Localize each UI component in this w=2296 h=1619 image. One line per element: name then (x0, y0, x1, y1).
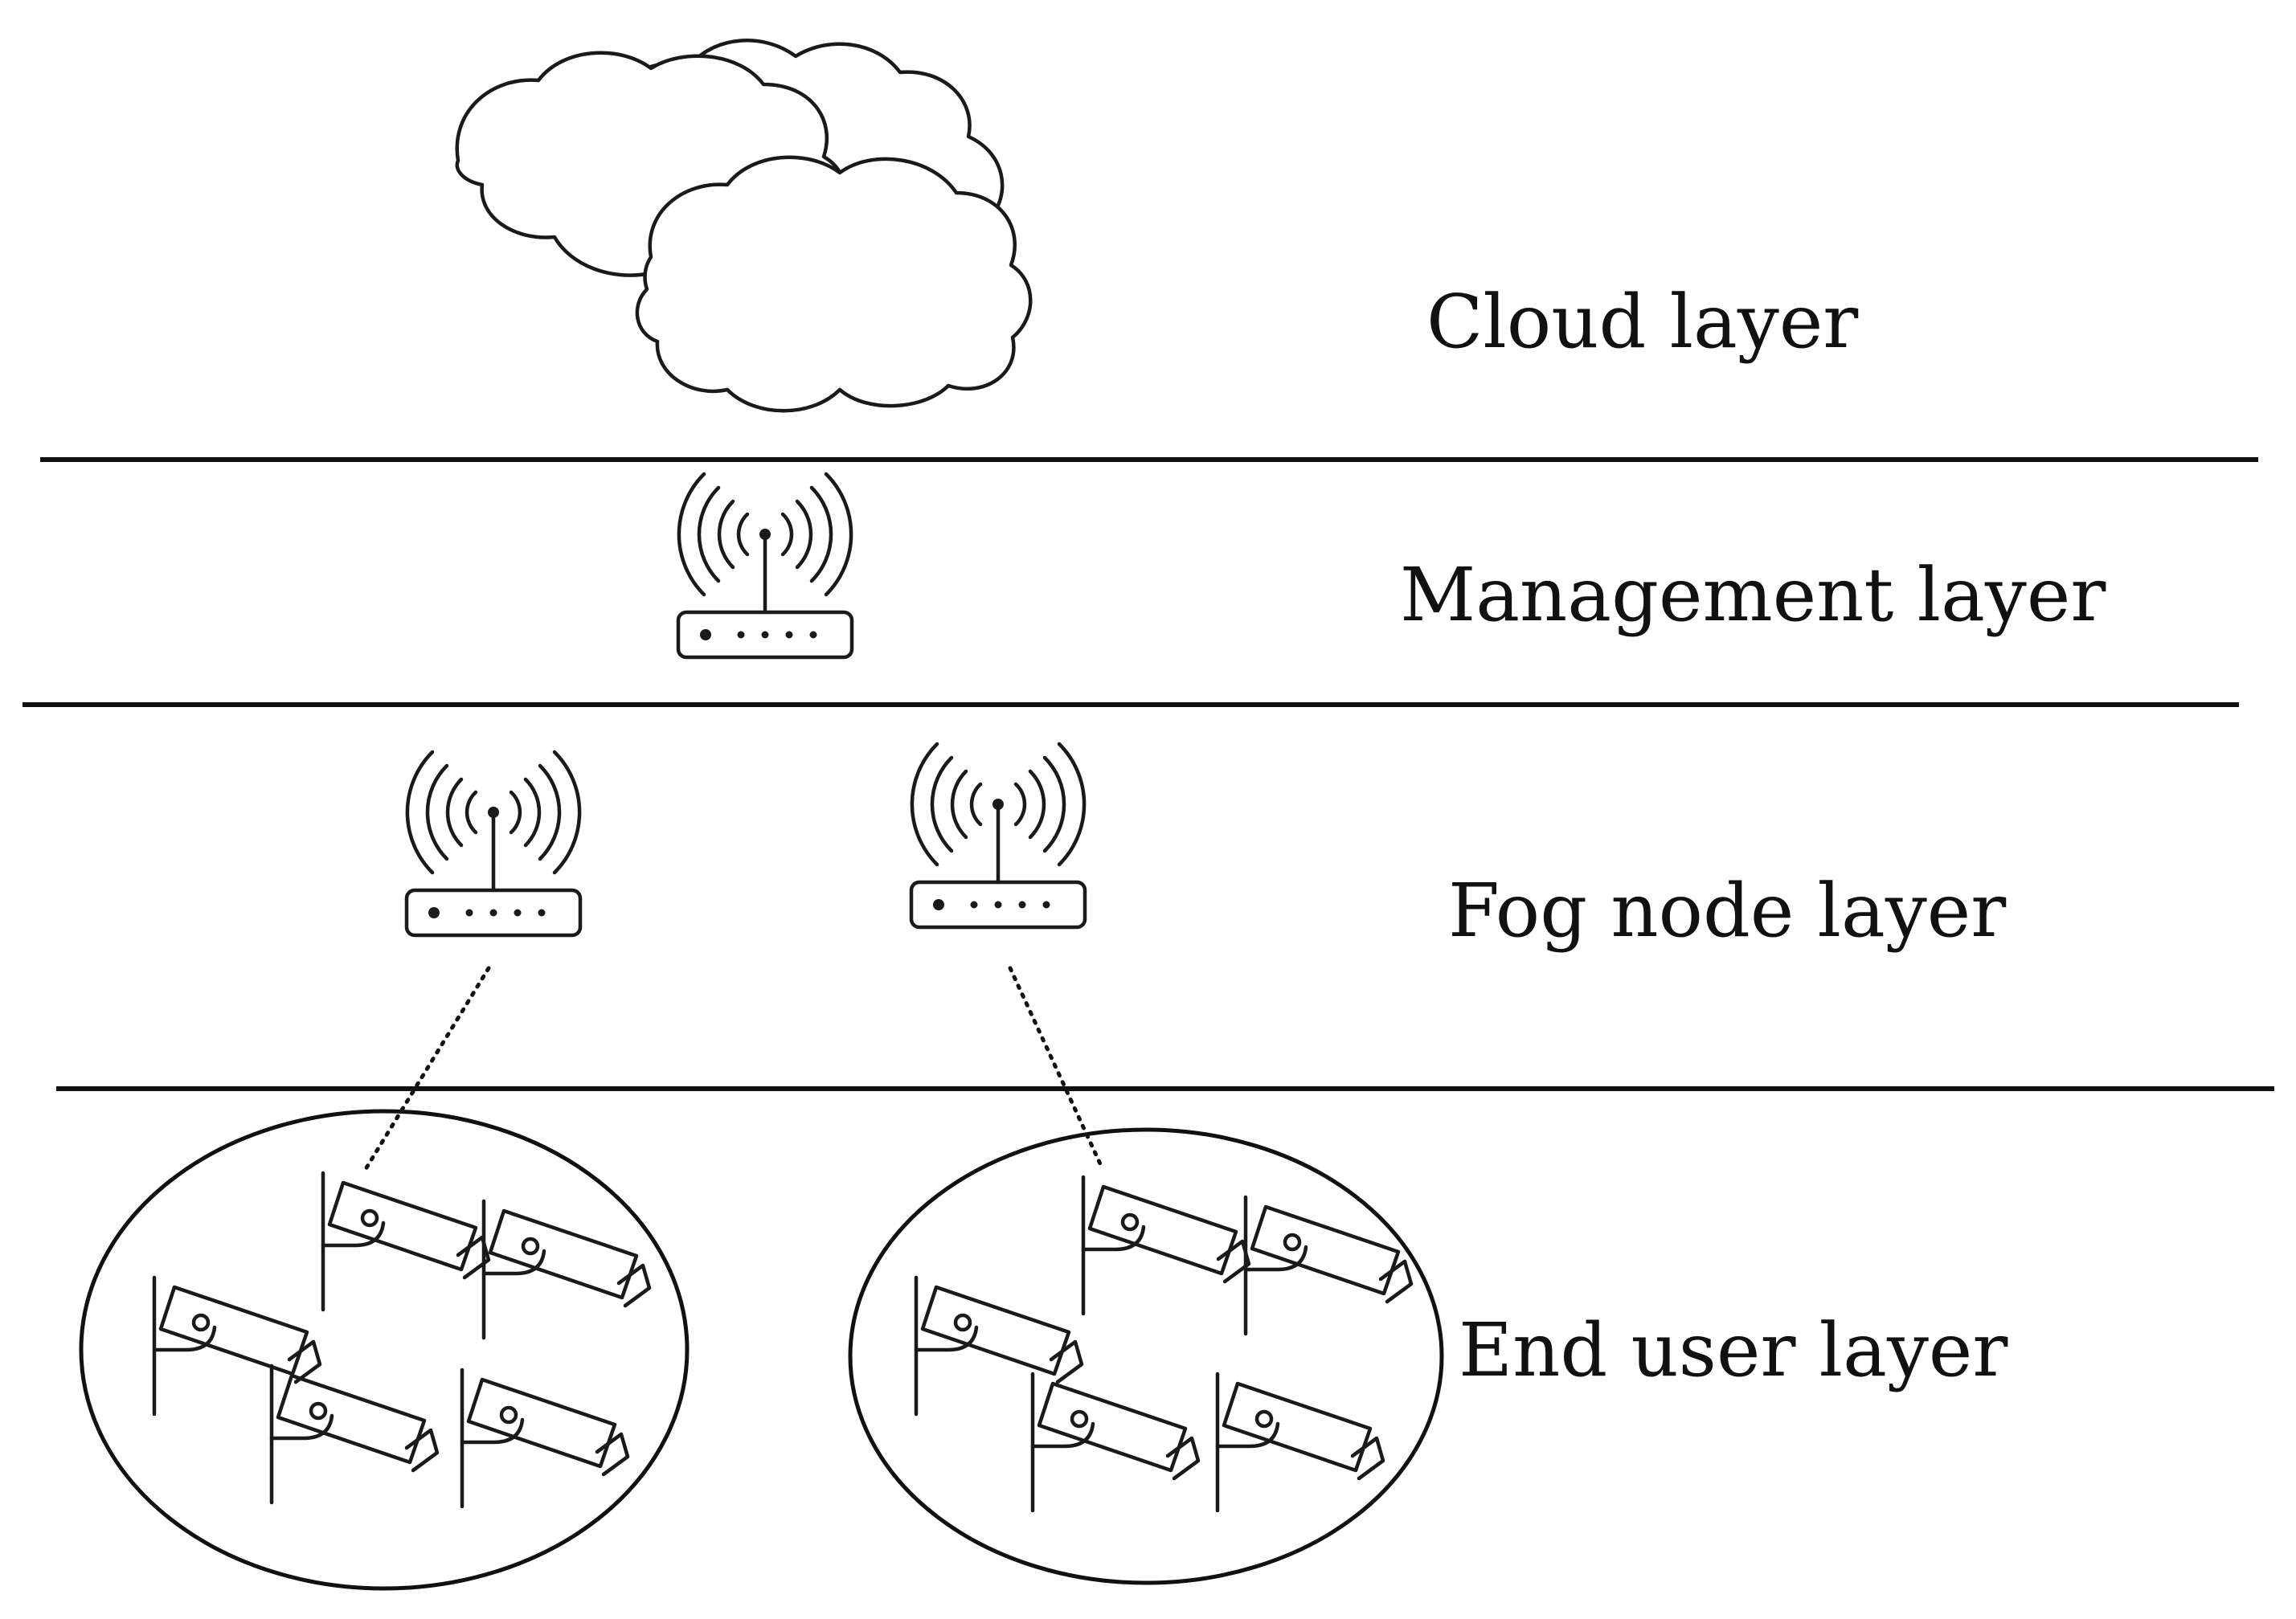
cctv-camera-icon (484, 1201, 649, 1338)
cctv-camera-icon (323, 1173, 489, 1310)
layer-label-cloud: Cloud layer (1426, 279, 1858, 365)
cctv-camera-icon (154, 1278, 320, 1414)
wireless-router-icon (911, 744, 1085, 927)
cctv-camera-icon (1083, 1177, 1249, 1314)
cctv-camera-icon (1246, 1197, 1411, 1334)
wireless-router-icon (407, 752, 580, 935)
end-user-zone-right (848, 1127, 1444, 1585)
layer-label-management: Management layer (1400, 552, 2106, 638)
cctv-camera-icon (1218, 1374, 1383, 1511)
layer-label-fog: Fog node layer (1448, 868, 2006, 954)
layer-label-end-user: End user layer (1459, 1307, 2007, 1393)
cctv-camera-icon (272, 1366, 437, 1502)
wireless-router-icon (678, 474, 852, 657)
cctv-camera-icon (1033, 1374, 1198, 1511)
cctv-camera-icon (462, 1370, 628, 1507)
end-user-zone-left (79, 1109, 690, 1591)
cctv-camera-icon (916, 1278, 1082, 1414)
fog-link-left (363, 966, 491, 1171)
cloud-icon (455, 39, 1033, 413)
